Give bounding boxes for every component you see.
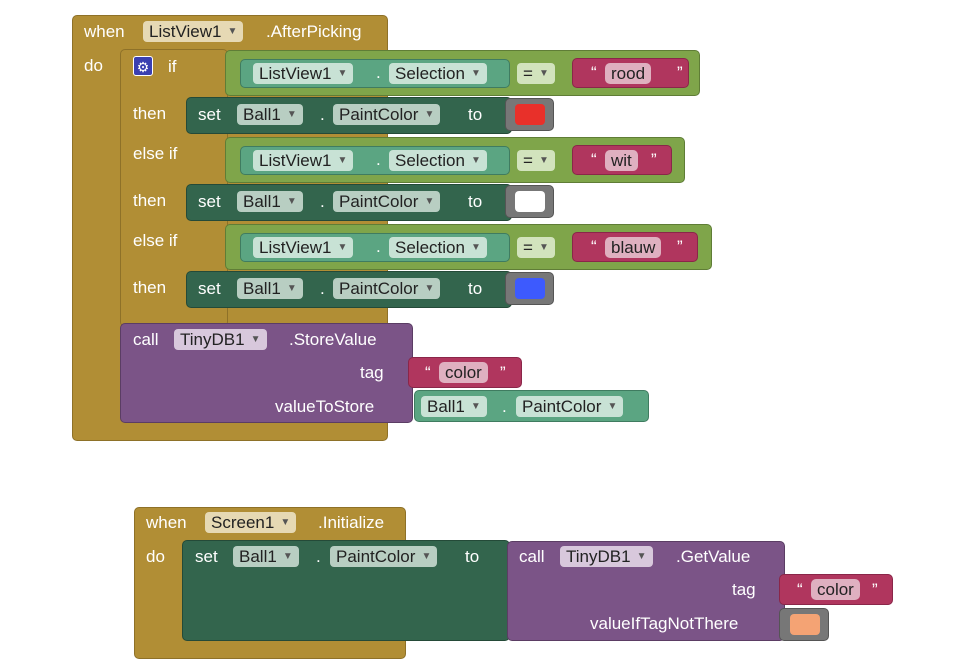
close-quote: ” [677, 237, 683, 256]
set-label: set [198, 192, 221, 211]
component-dropdown[interactable]: Ball1▼ [237, 104, 303, 125]
event-name-label: .Initialize [318, 513, 385, 532]
text-value[interactable]: wit [605, 150, 638, 171]
text-value[interactable]: rood [605, 63, 652, 84]
color-block[interactable] [779, 608, 829, 641]
dot-separator: . [376, 237, 381, 256]
close-quote: ” [500, 363, 506, 382]
operator-dropdown[interactable]: =▼ [517, 237, 555, 258]
color-swatch[interactable] [515, 191, 545, 212]
text-value[interactable]: color [811, 579, 860, 600]
method-label: .StoreValue [289, 330, 377, 349]
dot-separator: . [376, 63, 381, 82]
mutator-gear-icon[interactable]: ⚙ [133, 56, 153, 76]
tag-label: tag [360, 363, 384, 382]
set-label: set [198, 279, 221, 298]
then-label: then [133, 278, 167, 297]
then-label: then [133, 191, 167, 210]
property-dropdown[interactable]: PaintColor▼ [516, 396, 624, 417]
open-quote: “ [425, 363, 431, 382]
property-dropdown[interactable]: PaintColor▼ [333, 191, 441, 212]
call-label: call [519, 547, 545, 566]
dot-separator: . [376, 150, 381, 169]
value-to-store-label: valueToStore [275, 397, 375, 416]
property-dropdown[interactable]: Selection▼ [389, 63, 487, 84]
to-label: to [468, 192, 483, 211]
operator-dropdown[interactable]: =▼ [517, 63, 555, 84]
component-dropdown[interactable]: Ball1▼ [237, 191, 303, 212]
do-label: do [146, 547, 165, 566]
property-dropdown[interactable]: PaintColor▼ [333, 278, 441, 299]
component-dropdown[interactable]: Ball1▼ [421, 396, 487, 417]
open-quote: “ [797, 580, 803, 599]
dot-separator: . [320, 192, 325, 211]
property-dropdown[interactable]: Selection▼ [389, 150, 487, 171]
text-value[interactable]: blauw [605, 237, 662, 258]
color-swatch[interactable] [515, 278, 545, 299]
color-swatch[interactable] [790, 614, 820, 635]
event-component-dropdown[interactable]: ListView1▼ [143, 21, 244, 42]
open-quote: “ [591, 150, 597, 169]
to-label: to [468, 105, 483, 124]
method-label: .GetValue [676, 547, 751, 566]
dot-separator: . [320, 279, 325, 298]
call-label: call [133, 330, 159, 349]
event-component-dropdown[interactable]: Screen1▼ [205, 512, 297, 533]
color-swatch[interactable] [515, 104, 545, 125]
when-label: when [146, 513, 187, 532]
close-quote: ” [651, 150, 657, 169]
open-quote: “ [591, 237, 597, 256]
dot-separator: . [320, 105, 325, 124]
component-dropdown[interactable]: TinyDB1▼ [560, 546, 653, 567]
event-name-label: .AfterPicking [266, 22, 362, 41]
property-dropdown[interactable]: PaintColor▼ [333, 104, 441, 125]
close-quote: ” [677, 63, 683, 82]
dot-separator: . [316, 547, 321, 566]
component-dropdown[interactable]: Ball1▼ [233, 546, 299, 567]
component-dropdown[interactable]: ListView1▼ [253, 63, 354, 84]
component-dropdown[interactable]: ListView1▼ [253, 150, 354, 171]
component-dropdown[interactable]: TinyDB1▼ [174, 329, 267, 350]
then-label: then [133, 104, 167, 123]
do-label: do [84, 56, 103, 75]
if-label: if [168, 57, 177, 76]
to-label: to [465, 547, 480, 566]
open-quote: “ [591, 63, 597, 82]
property-dropdown[interactable]: Selection▼ [389, 237, 487, 258]
component-dropdown[interactable]: ListView1▼ [253, 237, 354, 258]
operator-dropdown[interactable]: =▼ [517, 150, 555, 171]
dot-separator: . [502, 397, 507, 416]
property-dropdown[interactable]: PaintColor▼ [330, 546, 438, 567]
text-value[interactable]: color [439, 362, 488, 383]
set-label: set [195, 547, 218, 566]
value-if-tag-not-there-label: valueIfTagNotThere [590, 614, 739, 633]
close-quote: ” [872, 580, 878, 599]
else-if-label: else if [133, 231, 178, 250]
else-if-label: else if [133, 144, 178, 163]
set-label: set [198, 105, 221, 124]
component-dropdown[interactable]: Ball1▼ [237, 278, 303, 299]
to-label: to [468, 279, 483, 298]
tag-label: tag [732, 580, 756, 599]
when-label: when [84, 22, 125, 41]
